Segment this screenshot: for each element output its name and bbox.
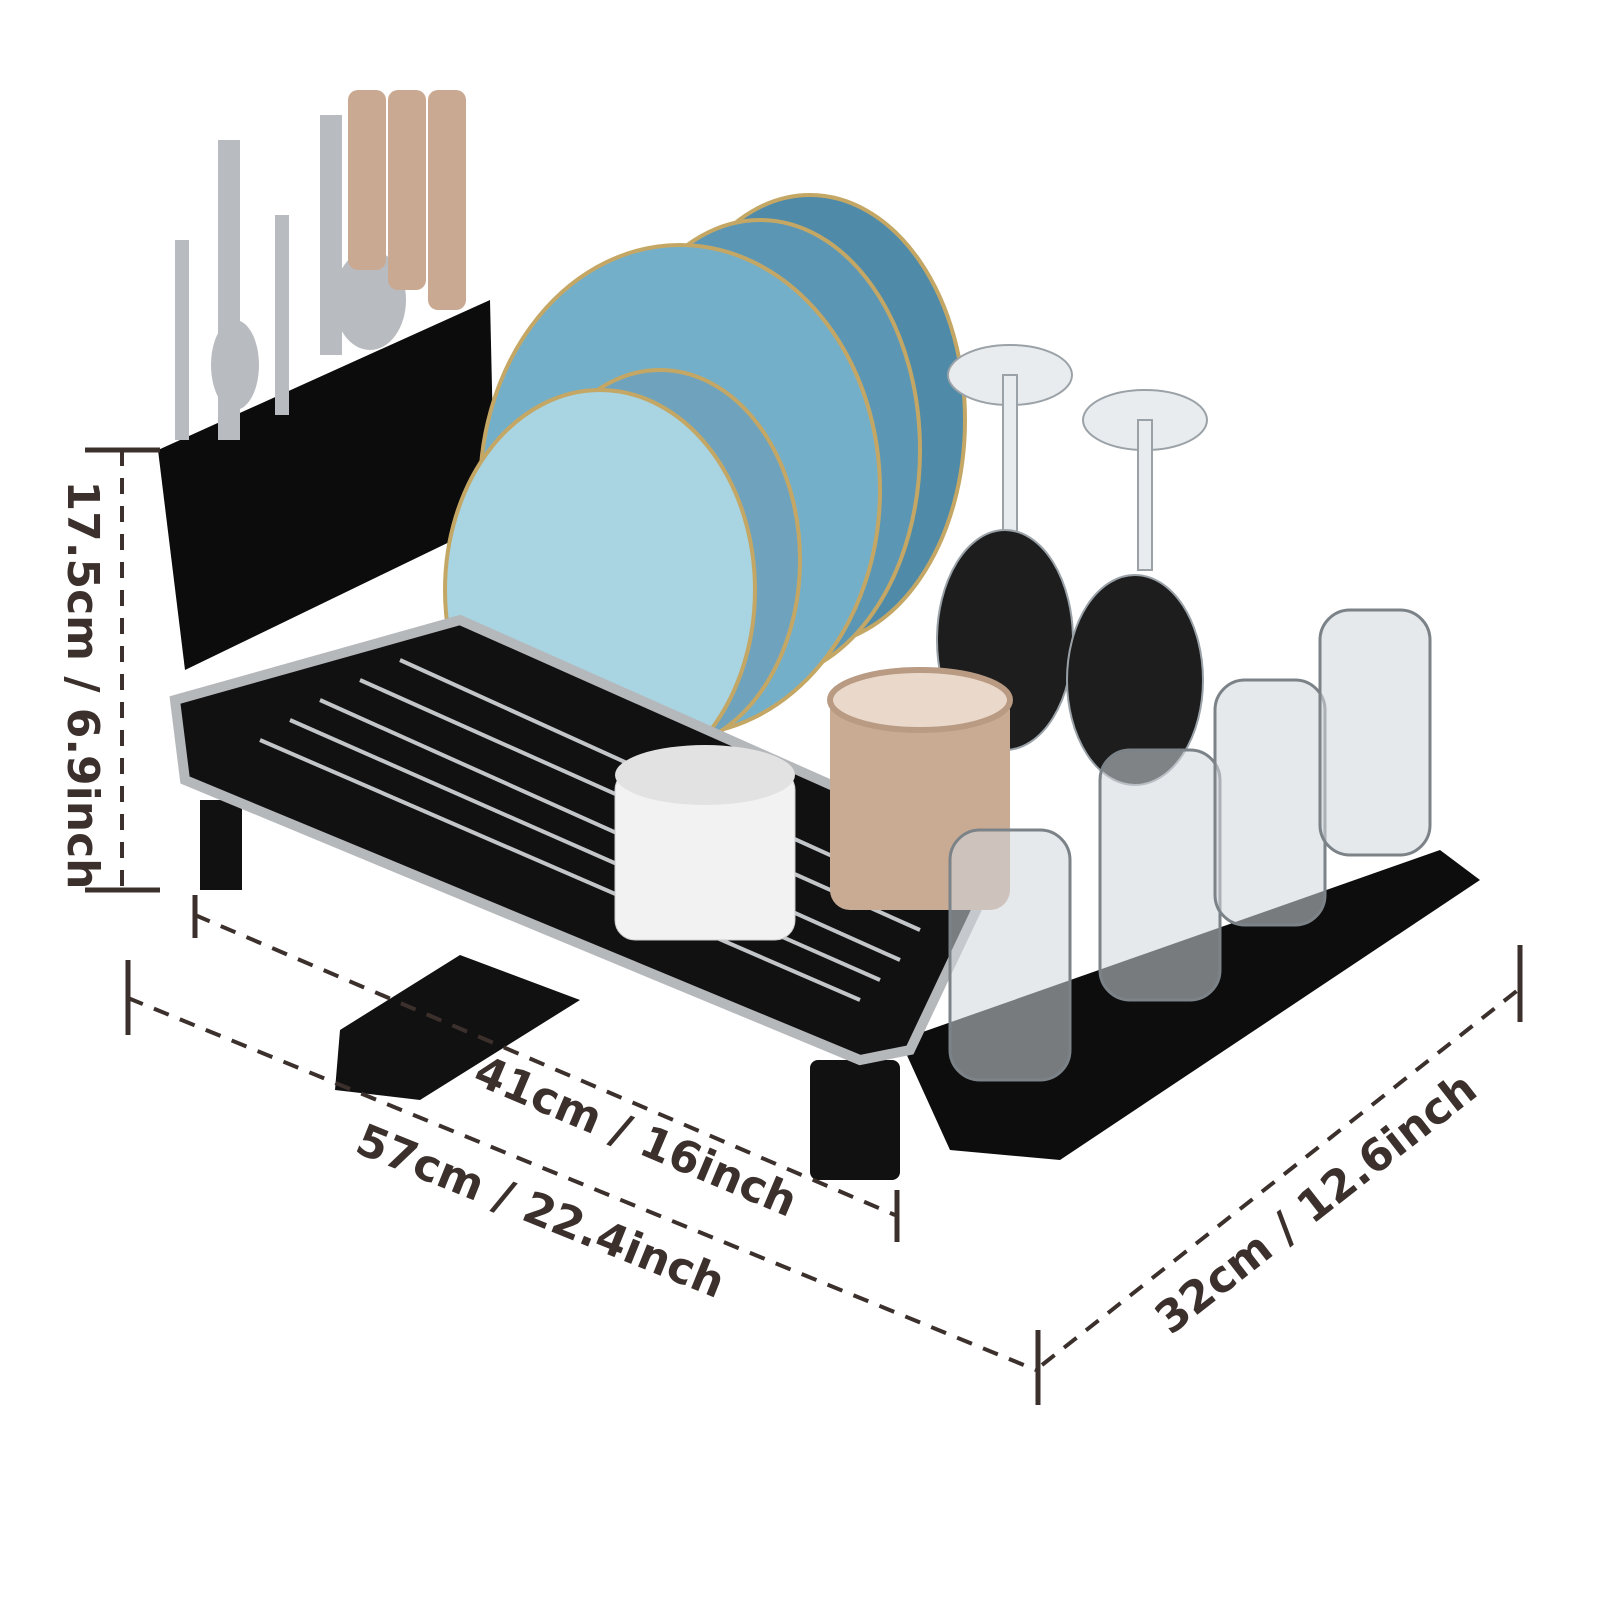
height-dimension <box>85 447 160 893</box>
rack-leg <box>200 800 242 890</box>
rack-base <box>169 614 1007 1066</box>
height-label: 17.5cm / 6.9inch <box>57 481 108 890</box>
utensil-holder <box>158 300 495 670</box>
inner-length-dimension <box>192 895 900 1242</box>
depth-label: 32cm / 12.6inch <box>1146 1063 1486 1345</box>
depth-dimension <box>1040 945 1523 1367</box>
tumbler-cups <box>948 608 1432 1082</box>
plates <box>443 193 967 792</box>
rack-leg <box>810 1060 900 1180</box>
total-length-dimension <box>125 960 1041 1405</box>
drainboard <box>900 850 1480 1160</box>
cutlery <box>175 90 466 440</box>
